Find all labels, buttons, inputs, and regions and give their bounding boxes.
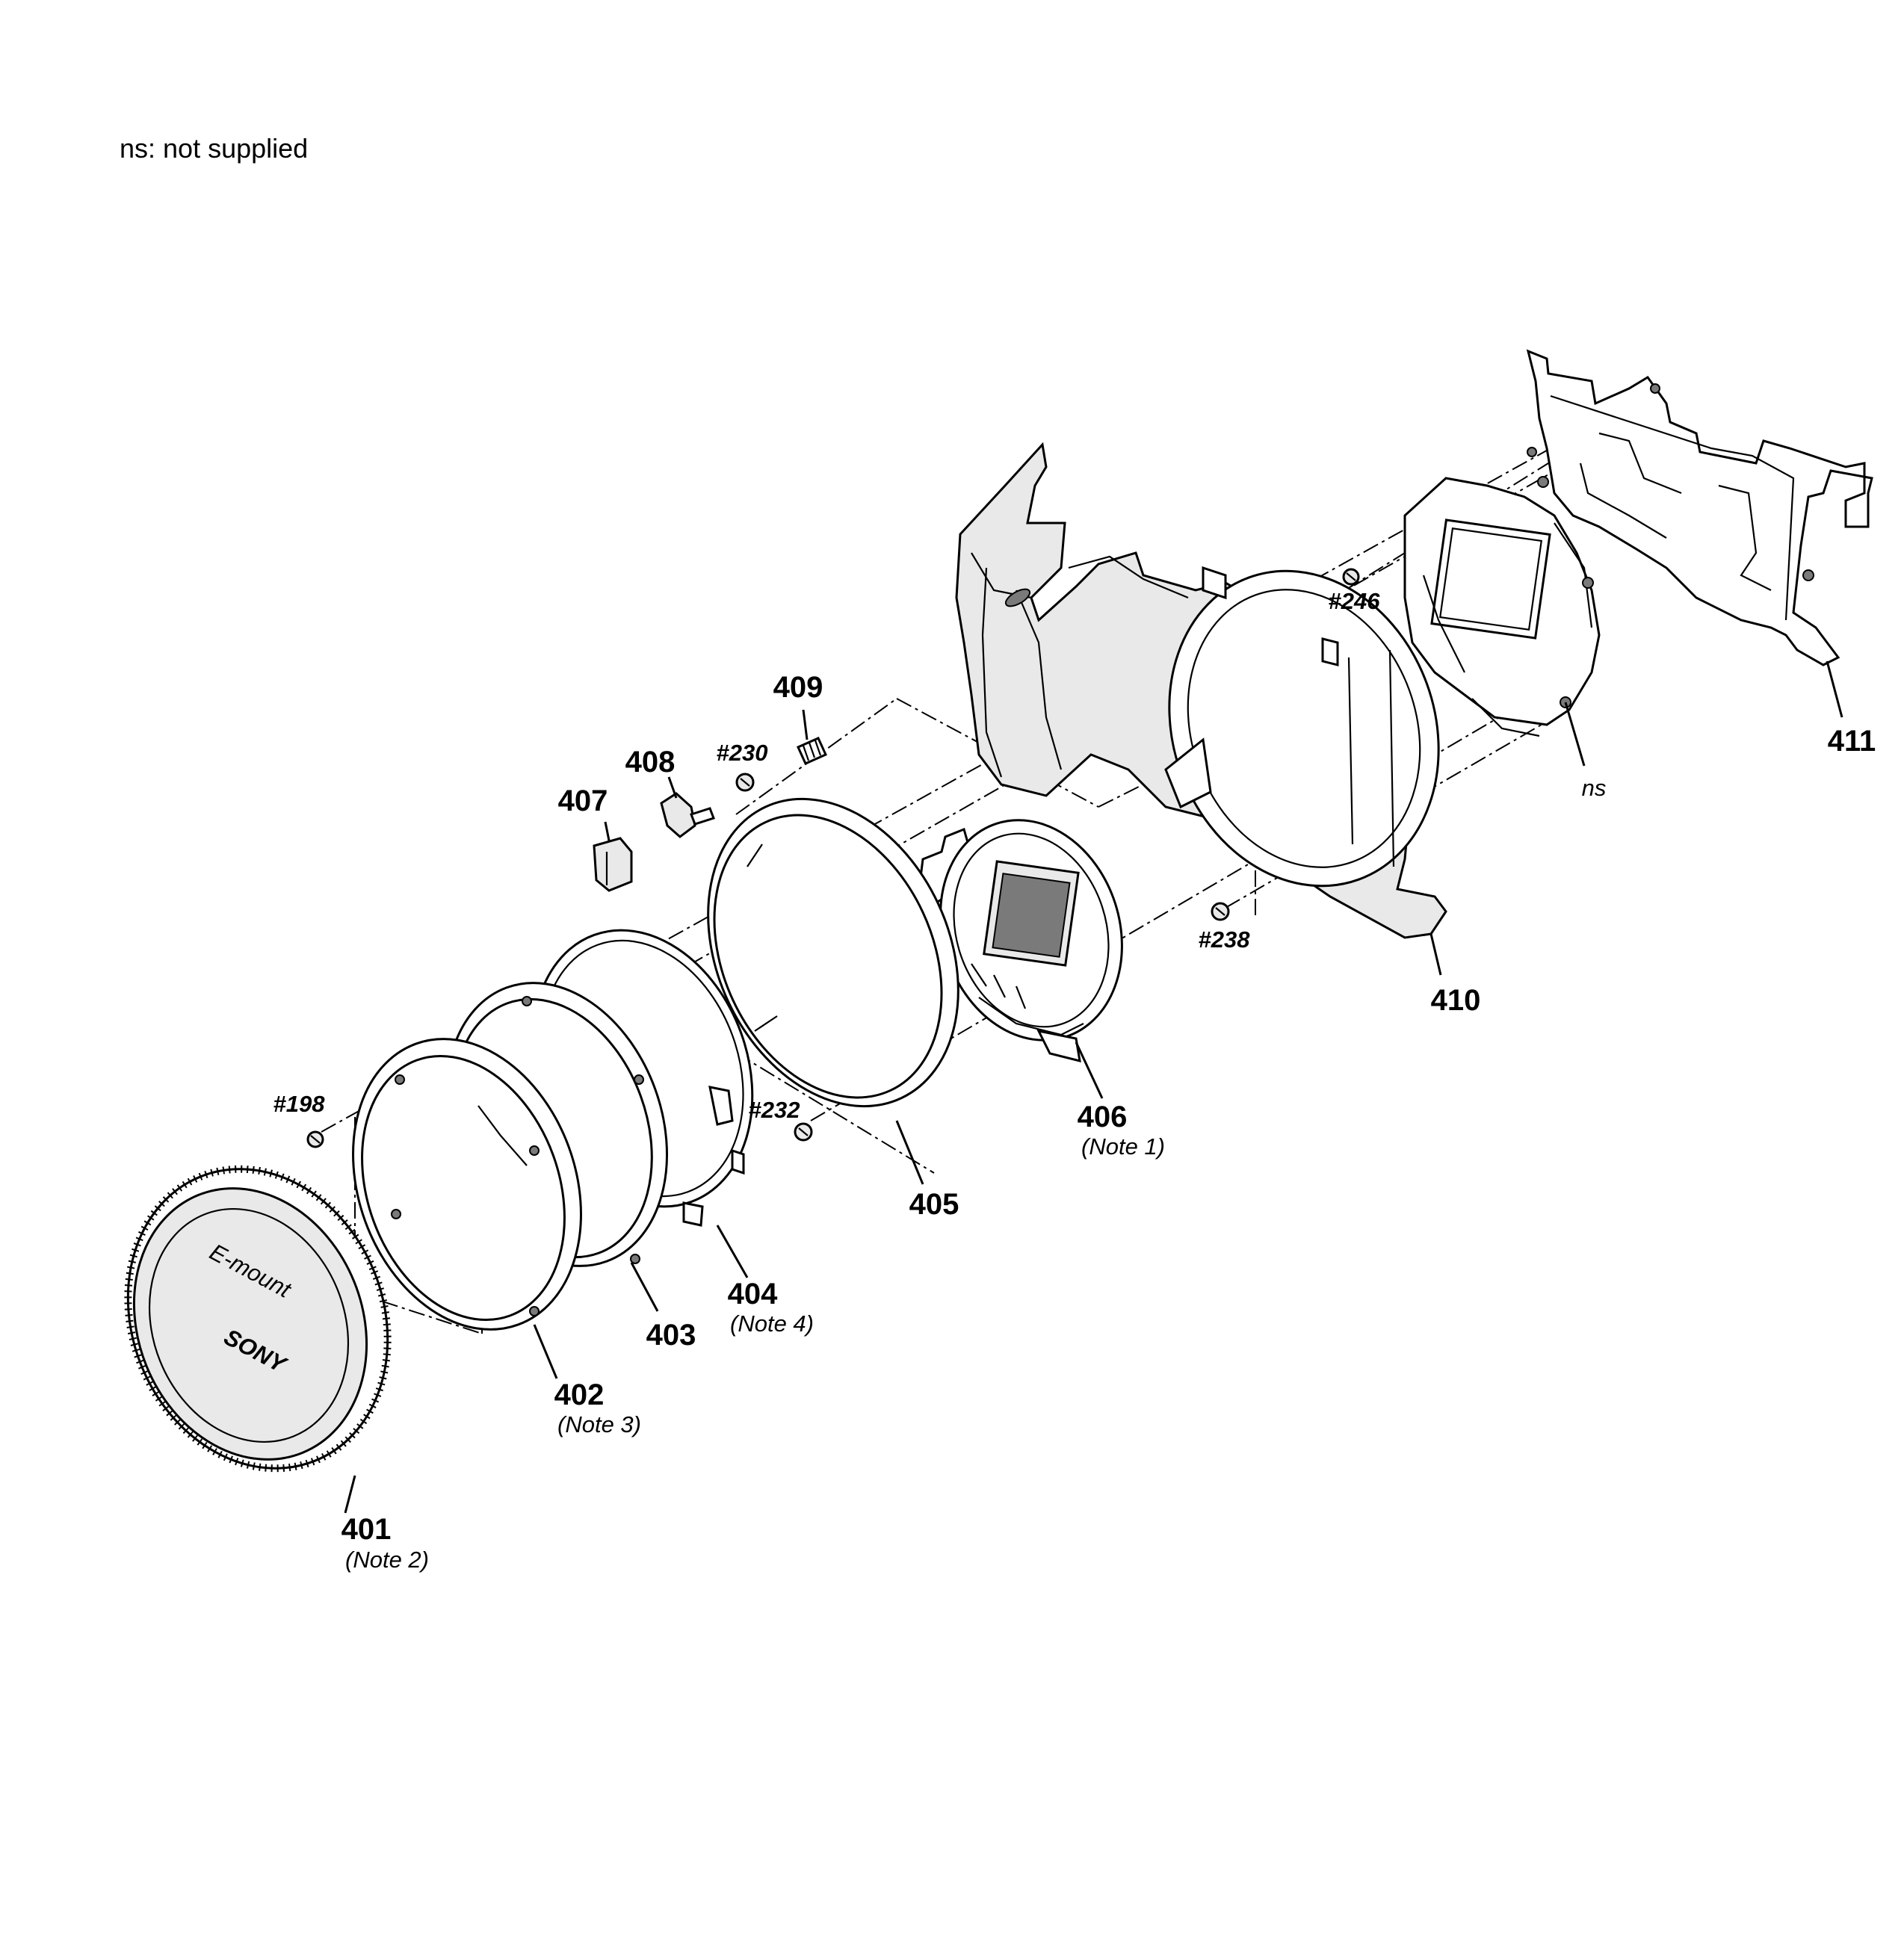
- label-409: 409: [773, 671, 823, 704]
- label-406: 406: [1078, 1101, 1128, 1133]
- part-406-mount-block: [918, 819, 1123, 1063]
- label-410: 410: [1431, 984, 1481, 1017]
- label-403: 403: [646, 1319, 696, 1352]
- label-402: 402: [554, 1378, 605, 1411]
- label-screw-230: #230: [717, 740, 768, 766]
- label-ns: ns: [1582, 775, 1607, 801]
- screw-232: [794, 1122, 813, 1142]
- part-409-spring: [797, 737, 827, 765]
- screw-246: [1342, 568, 1360, 586]
- part-408-lever: [660, 792, 715, 838]
- part-401-body-cap: SONY E-mount: [124, 1165, 392, 1473]
- screw-labels: #198 #230 #232 #238 #246: [273, 588, 1381, 1123]
- screw-198: [306, 1130, 324, 1148]
- label-405: 405: [909, 1188, 959, 1221]
- part-labels: 401 (Note 2) 402 (Note 3) 403 404 (Note …: [341, 671, 1876, 1573]
- label-screw-246: #246: [1329, 588, 1381, 614]
- part-407-block: [593, 837, 633, 892]
- label-screw-232: #232: [749, 1097, 800, 1123]
- note-401: (Note 2): [345, 1547, 429, 1573]
- leader-lines: [344, 660, 1843, 1514]
- part-ns-shutter-unit: [1403, 476, 1601, 737]
- label-screw-238: #238: [1199, 926, 1251, 953]
- screw-230: [735, 773, 755, 792]
- not-supplied-note: ns: not supplied: [120, 133, 309, 164]
- note-406: (Note 1): [1081, 1133, 1165, 1160]
- label-404: 404: [728, 1278, 778, 1310]
- label-411: 411: [1828, 725, 1876, 758]
- part-405-inner-ring: [707, 797, 959, 1108]
- label-401: 401: [341, 1513, 392, 1546]
- part-410-body-chassis: [955, 442, 1447, 939]
- label-408: 408: [625, 746, 676, 779]
- part-411-frame-plate: [1526, 349, 1873, 666]
- note-402: (Note 3): [557, 1411, 641, 1437]
- note-404: (Note 4): [730, 1310, 814, 1337]
- part-402-bayonet-mount: [352, 1038, 582, 1331]
- screw-238: [1211, 902, 1230, 921]
- label-screw-198: #198: [273, 1091, 326, 1117]
- label-407: 407: [558, 784, 608, 817]
